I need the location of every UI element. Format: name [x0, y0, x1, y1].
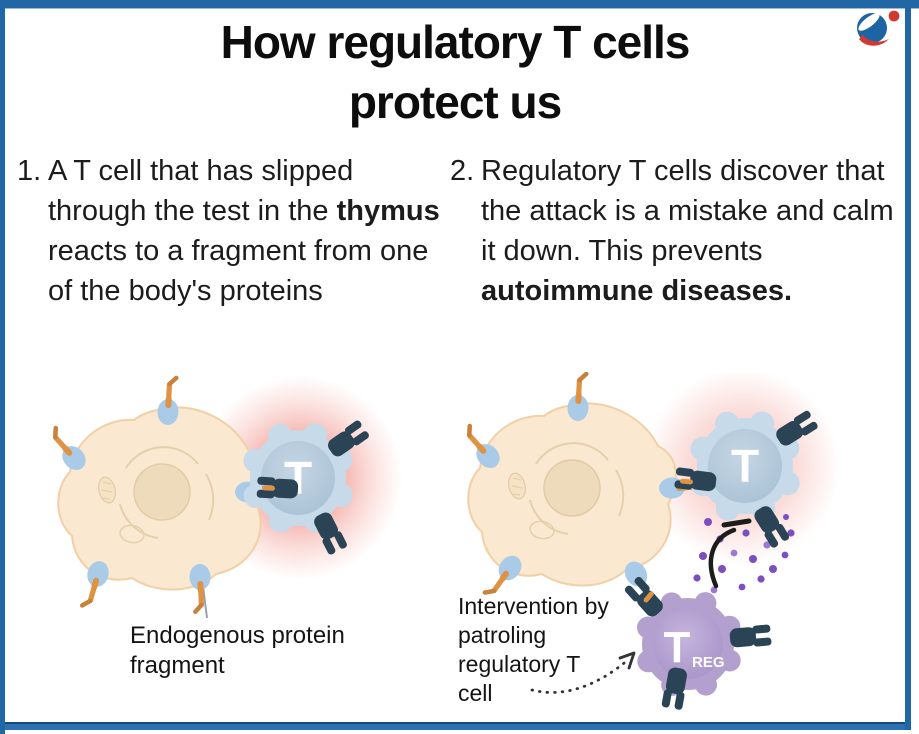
right-caption: Intervention by patroling regulatory T c…	[458, 593, 609, 706]
body-cell-icon	[467, 402, 677, 587]
page-title: How regulatory T cells protect us	[5, 12, 905, 132]
frame-bottom-border	[5, 722, 905, 730]
left-caption: Endogenous protein fragment	[130, 622, 345, 679]
t-cell-receptor-icons	[256, 419, 371, 556]
t-cell-icon: T	[673, 409, 819, 549]
treg-cell-label-sub: REG	[692, 654, 725, 671]
step-1-number: 1.	[17, 155, 42, 187]
inhibition-arrow-icon	[708, 518, 752, 589]
body-cell-receptors	[43, 377, 282, 619]
title-line-1: How regulatory T cells	[220, 16, 691, 68]
frame-right-border	[905, 8, 911, 730]
step-1: 1. A T cell that has slipped through the…	[17, 151, 445, 311]
purple-signal-dots	[693, 514, 795, 594]
treg-cell-label: T	[664, 623, 691, 672]
step-2-number: 2.	[450, 155, 475, 187]
body-cell-icon	[57, 406, 267, 591]
receptor-antenna-line	[202, 585, 208, 619]
step-2: 2. Regulatory T cells discover that the …	[450, 151, 898, 311]
right-illustration: T T REG	[450, 372, 840, 711]
t-cell-label: T	[731, 440, 759, 492]
t-cell-icon: T	[243, 419, 371, 556]
frame-left-border	[0, 0, 5, 734]
t-cell-receptor-icons	[673, 409, 819, 549]
publisher-logo-icon	[851, 6, 903, 54]
treg-cell-icon: T REG	[623, 575, 772, 711]
left-illustration: T	[10, 372, 402, 619]
dotted-guide-arrow-icon	[530, 651, 636, 694]
treg-receptor-icons	[623, 575, 772, 711]
frame-top-border	[0, 0, 919, 9]
step-2-text: Regulatory T cells discover that the att…	[481, 155, 894, 307]
title-line-2: protect us	[348, 76, 562, 128]
step-1-text: A T cell that has slipped through the te…	[48, 155, 440, 307]
